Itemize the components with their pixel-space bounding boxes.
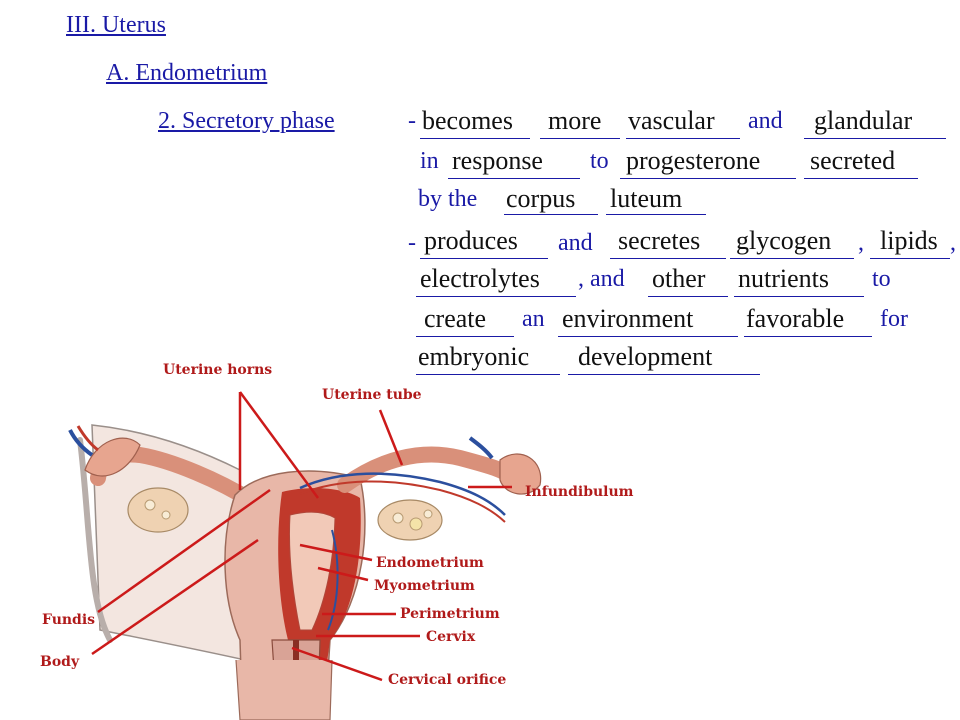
vessel-blue-left: [68, 429, 94, 457]
uterus-illustration: [68, 391, 542, 720]
answer-favorable: favorable: [746, 304, 845, 333]
dash: -: [408, 230, 416, 256]
label-infundibulum: Infundibulum: [525, 484, 634, 500]
word-an: an: [522, 306, 545, 332]
word-for: for: [880, 306, 908, 332]
word-in: in: [420, 148, 439, 174]
heading-uterus: III. Uterus: [66, 12, 166, 38]
answer-electrolytes: electrolytes: [420, 264, 540, 293]
answer-corpus: corpus: [506, 184, 576, 213]
answer-becomes: becomes: [422, 106, 513, 135]
answer-nutrients: nutrients: [738, 264, 829, 293]
heading-secretory-phase: 2. Secretory phase: [158, 108, 335, 134]
answer-environment: environment: [562, 304, 694, 333]
left-ovary: [127, 487, 189, 533]
heading-endometrium: A. Endometrium: [106, 60, 268, 86]
ligament-fold: [77, 437, 113, 643]
label-body: Body: [40, 654, 80, 670]
answer-more: more: [548, 106, 602, 135]
answer-glandular: glandular: [814, 106, 913, 135]
word-to: to: [872, 266, 891, 292]
answer-glycogen: glycogen: [736, 226, 832, 255]
label-perimetrium: Perimetrium: [400, 606, 500, 622]
label-uterine-tube: Uterine tube: [322, 387, 422, 403]
word-and: , and: [578, 266, 625, 292]
word-by-the: by the: [418, 186, 478, 212]
word-and: and: [748, 108, 783, 134]
dash: -: [408, 108, 416, 134]
answer-luteum: luteum: [610, 184, 683, 213]
answer-secretes: secretes: [618, 226, 701, 255]
right-ovary: [377, 499, 443, 541]
answer-development: development: [578, 342, 713, 371]
answer-lipids: lipids: [880, 226, 938, 255]
answer-produces: produces: [424, 226, 518, 255]
label-myometrium: Myometrium: [374, 578, 475, 594]
answer-response: response: [452, 146, 543, 175]
answer-vascular: vascular: [628, 106, 715, 135]
label-endometrium: Endometrium: [376, 555, 484, 571]
label-fundis: Fundis: [42, 612, 96, 628]
answer-progesterone: progesterone: [626, 146, 761, 175]
answer-secreted: secreted: [810, 146, 896, 175]
comma: ,: [858, 230, 864, 256]
word-and: and: [558, 230, 593, 256]
label-cervical-orifice: Cervical orifice: [388, 672, 507, 688]
answer-create: create: [424, 304, 487, 333]
label-cervix: Cervix: [426, 629, 476, 645]
vessel-red-left: [76, 425, 99, 452]
vessel-right: [468, 436, 494, 460]
answer-other: other: [652, 264, 706, 293]
vessel-side: [327, 529, 339, 631]
vagina: [235, 659, 333, 720]
comma: ,: [950, 230, 956, 256]
answer-embryonic: embryonic: [418, 342, 530, 371]
word-to: to: [590, 148, 609, 174]
label-uterine-horns: Uterine horns: [163, 362, 273, 378]
vessel-blue: [299, 472, 506, 516]
endometrium: [288, 511, 336, 631]
vessel-red: [299, 480, 506, 523]
